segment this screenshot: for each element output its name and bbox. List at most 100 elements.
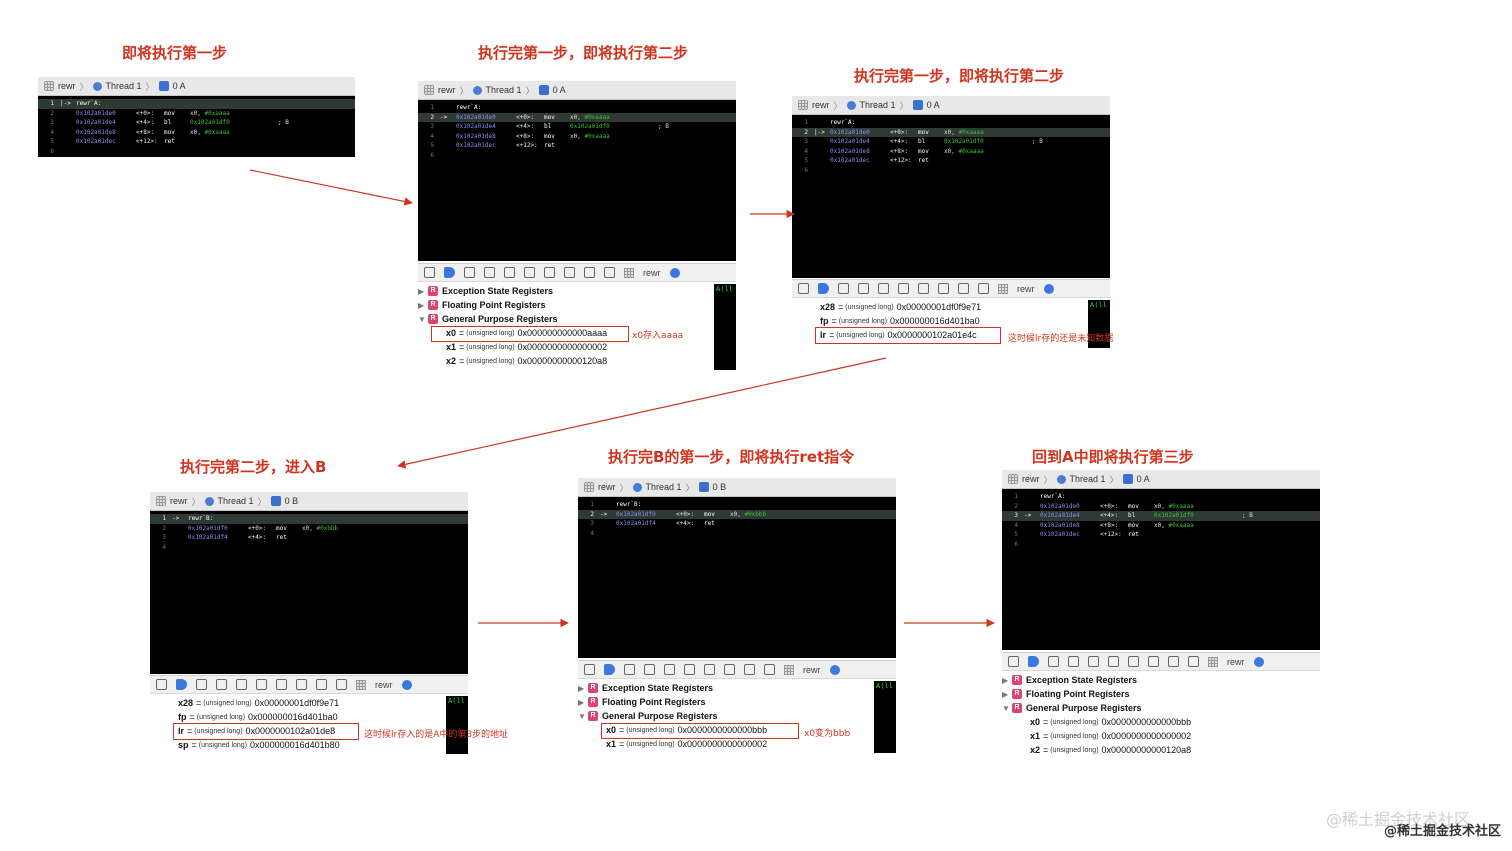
step-into-icon[interactable] [858,283,869,294]
thread-icon[interactable] [1253,656,1264,667]
thread-crumb[interactable]: Thread 1 [217,496,254,506]
frame-crumb[interactable]: 0 A [172,81,186,91]
code-line[interactable]: 6 [792,166,1110,176]
disclosure-right-icon[interactable]: ▶ [418,286,425,296]
step-out-icon[interactable] [664,664,675,675]
step-into-icon[interactable] [484,267,495,278]
project-crumb[interactable]: rewr [1017,283,1035,294]
continue-icon[interactable] [604,664,615,675]
register-row-lr[interactable]: lr= (unsigned long)0x0000000102a01e4c [820,330,977,340]
environment-icon[interactable] [958,283,969,294]
code-line[interactable]: 4 [150,543,468,553]
location-icon[interactable] [336,679,347,690]
register-row-x28[interactable]: x28= (unsigned long)0x00000001df0f9e71 [178,698,340,708]
environment-icon[interactable] [316,679,327,690]
project-crumb[interactable]: rewr [375,679,393,690]
view-hierarchy-icon[interactable] [918,283,929,294]
continue-icon[interactable] [176,679,187,690]
project-crumb[interactable]: rewr [803,664,821,675]
project-crumb[interactable]: rewr [598,482,616,492]
memory-graph-icon[interactable] [724,664,735,675]
hide-console-icon[interactable] [1008,656,1019,667]
step-instruction-icon[interactable] [684,664,695,675]
location-icon[interactable] [1188,656,1199,667]
project-crumb[interactable]: rewr [58,81,76,91]
frame-crumb[interactable]: 0 A [926,100,940,110]
code-line[interactable]: 1|->rewr`A: [38,99,355,109]
step-over-icon[interactable] [464,267,475,278]
step-instruction-icon[interactable] [524,267,535,278]
continue-icon[interactable] [444,267,455,278]
step-over-icon[interactable] [1048,656,1059,667]
memory-graph-icon[interactable] [1148,656,1159,667]
step-over-icon[interactable] [838,283,849,294]
location-icon[interactable] [764,664,775,675]
project-crumb[interactable]: rewr [812,100,830,110]
step-instruction-icon[interactable] [1108,656,1119,667]
console-view[interactable]: A(ll [874,681,896,753]
thread-crumb[interactable]: Thread 1 [105,81,142,91]
register-row-x0[interactable]: x0= (unsigned long)0x000000000000aaaa [446,328,608,338]
register-row-x1[interactable]: x1= (unsigned long)0x0000000000000002 [446,342,608,352]
console-view[interactable]: A(ll [1088,300,1110,348]
step-out-icon[interactable] [236,679,247,690]
register-row-x0[interactable]: x0= (unsigned long)0x0000000000000bbb [1030,717,1192,727]
step-over-icon[interactable] [196,679,207,690]
register-row-fp[interactable]: fp= (unsigned long)0x000000016d401ba0 [178,712,338,722]
view-hierarchy-icon[interactable] [1128,656,1139,667]
register-row-x2[interactable]: x2= (unsigned long)0x00000000000120a8 [1030,745,1192,755]
view-hierarchy-icon[interactable] [544,267,555,278]
code-line[interactable]: 6 [38,147,355,157]
step-out-icon[interactable] [504,267,515,278]
project-crumb[interactable]: rewr [438,85,456,95]
frame-crumb[interactable]: 0 A [1136,474,1150,484]
environment-icon[interactable] [744,664,755,675]
register-row-x1[interactable]: x1= (unsigned long)0x0000000000000002 [606,739,768,749]
thread-crumb[interactable]: Thread 1 [485,85,522,95]
view-hierarchy-icon[interactable] [704,664,715,675]
code-line[interactable]: 6 [418,151,736,161]
code-line[interactable]: 6 [1002,540,1320,550]
register-row-x28[interactable]: x28= (unsigned long)0x00000001df0f9e71 [820,302,982,312]
disclosure-right-icon[interactable]: ▶ [1002,675,1009,685]
disclosure-right-icon[interactable]: ▶ [578,697,585,707]
continue-icon[interactable] [1028,656,1039,667]
location-icon[interactable] [604,267,615,278]
frame-crumb[interactable]: 0 B [284,496,299,506]
hide-console-icon[interactable] [424,267,435,278]
project-crumb[interactable]: rewr [1227,656,1245,667]
step-out-icon[interactable] [1088,656,1099,667]
disclosure-down-icon[interactable]: ▼ [418,314,426,324]
console-view[interactable]: A(ll [714,284,736,370]
location-icon[interactable] [978,283,989,294]
step-instruction-icon[interactable] [898,283,909,294]
step-into-icon[interactable] [644,664,655,675]
continue-icon[interactable] [818,283,829,294]
disclosure-right-icon[interactable]: ▶ [418,300,425,310]
frame-crumb[interactable]: 0 A [552,85,566,95]
view-hierarchy-icon[interactable] [276,679,287,690]
hide-console-icon[interactable] [584,664,595,675]
